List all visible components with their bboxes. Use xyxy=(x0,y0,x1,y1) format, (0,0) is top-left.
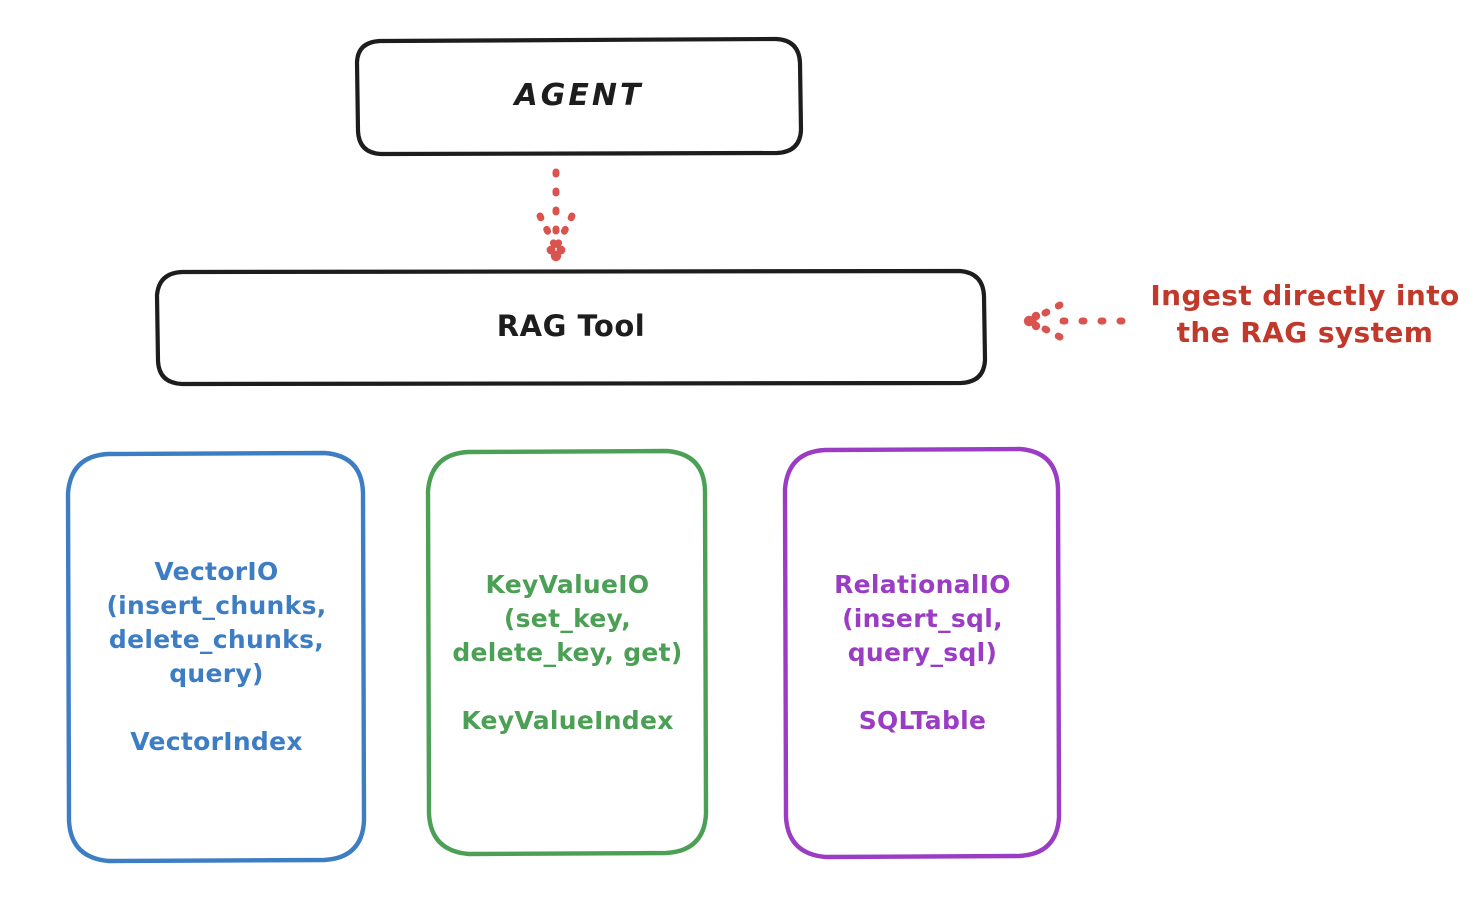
node-vector-io-index-label: VectorIndex xyxy=(130,727,303,756)
node-rag-tool-label: RAG Tool xyxy=(496,309,646,344)
edge-agent-to-rag-tool xyxy=(536,168,576,262)
node-key-value-io-index-label: KeyValueIndex xyxy=(461,705,674,735)
node-rag-tool[interactable]: RAG Tool xyxy=(154,268,988,387)
node-vector-io[interactable]: VectorIO (insert_chunks, delete_chunks, … xyxy=(65,450,367,864)
node-vector-io-api-label: VectorIO (insert_chunks, delete_chunks, … xyxy=(106,557,327,688)
node-relational-io[interactable]: RelationalIO (insert_sql, query_sql) SQL… xyxy=(782,446,1062,860)
node-relational-io-index-label: SQLTable xyxy=(858,706,987,735)
node-key-value-io-api-label: KeyValueIO (set_key, delete_key, get) xyxy=(452,569,683,667)
node-key-value-io[interactable]: KeyValueIO (set_key, delete_key, get) Ke… xyxy=(425,448,709,857)
edge-ingest-to-rag-tool xyxy=(1023,301,1126,341)
node-agent[interactable]: AGENT xyxy=(354,36,804,157)
node-agent-label: AGENT xyxy=(514,77,644,113)
node-relational-io-api-label: RelationalIO (insert_sql, query_sql) xyxy=(834,570,1011,667)
annotation-ingest-directly: Ingest directly into the RAG system xyxy=(1150,279,1460,349)
